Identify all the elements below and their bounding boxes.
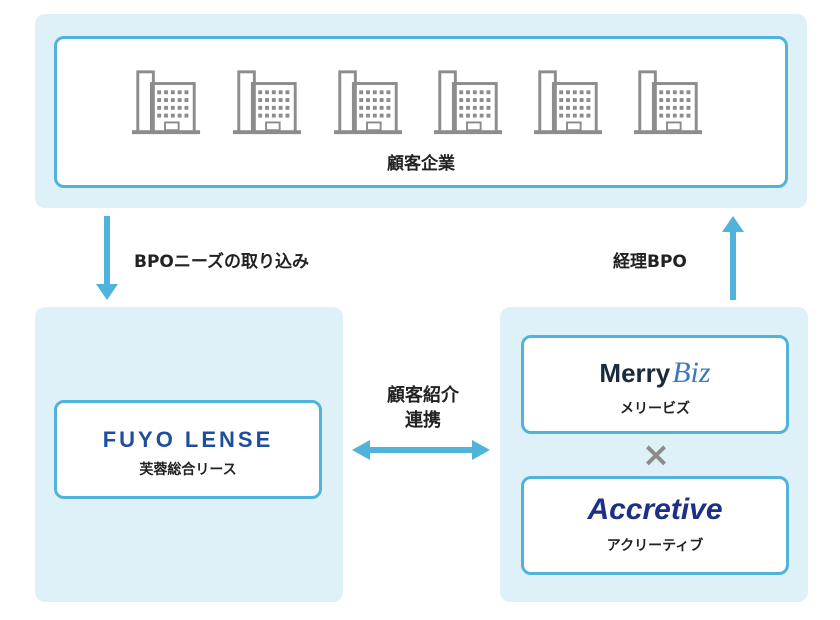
bpo-needs-label: BPOニーズの取り込み	[134, 252, 310, 272]
building-icon	[633, 70, 703, 135]
merrybiz-card: MerryBiz メリービズ	[521, 335, 789, 434]
double-arrow-icon	[352, 440, 490, 460]
building-icon	[533, 70, 603, 135]
fuyo-logo: FUYO LENSE	[102, 427, 274, 452]
merrybiz-name: メリービズ	[620, 401, 690, 417]
referral-label: 顧客紹介	[387, 385, 459, 406]
accretive-name: アクリーティブ	[606, 538, 704, 554]
building-icon	[433, 70, 503, 135]
partnership-label: 顧客紹介 連携	[355, 383, 491, 433]
clients-label: 顧客企業	[387, 154, 455, 174]
building-icon	[333, 70, 403, 135]
fuyo-card: FUYO LENSE 芙蓉総合リース	[54, 400, 322, 499]
building-icon	[131, 70, 201, 135]
cross-icon: ×	[641, 435, 671, 475]
biz-logo-text: Biz	[672, 356, 711, 389]
clients-box: 顧客企業	[54, 36, 788, 188]
collaboration-label: 連携	[405, 410, 441, 431]
merry-logo-text: Merry	[599, 358, 671, 388]
accretive-logo: Accretive	[587, 493, 723, 526]
merrybiz-logo: MerryBiz	[524, 356, 786, 390]
down-arrow-icon	[96, 216, 118, 300]
up-arrow-icon	[722, 216, 744, 300]
fuyo-name: 芙蓉総合リース	[139, 462, 237, 478]
building-icon	[232, 70, 302, 135]
accounting-bpo-label: 経理BPO	[613, 252, 687, 272]
accretive-card: Accretive アクリーティブ	[521, 476, 789, 575]
